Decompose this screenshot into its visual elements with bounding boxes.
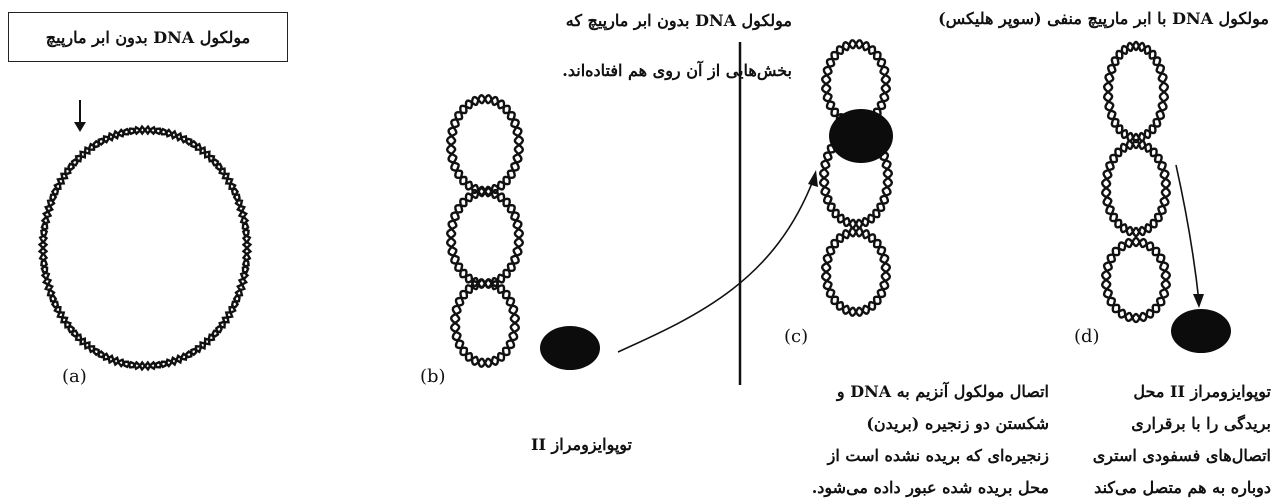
dna-loop-d — [1100, 236, 1172, 323]
enzyme-blob-c — [829, 109, 893, 163]
c-caption-line: اتصال مولکول آنزیم به DNA و — [836, 382, 1049, 401]
dna-loop-b — [445, 187, 525, 289]
panel-label-b: (b) — [420, 366, 446, 387]
dna-loop-b — [445, 94, 525, 196]
rejoin-arrow-icon — [1175, 164, 1204, 308]
c-caption-line: شکستن دو زنجیره (بریدن) — [866, 414, 1049, 433]
dna-loop-b — [449, 278, 521, 368]
dna-strands — [37, 39, 1172, 372]
enzyme-blob-b — [540, 326, 600, 370]
dna-loop-b — [445, 187, 525, 289]
dna-loop-b — [445, 94, 525, 196]
down-arrow-icon — [74, 100, 86, 132]
a-title: مولکول DNA بدون ابر مارپیچ — [45, 27, 251, 47]
d-caption: توپوایزومراز II محل بریدگی را با برقراری… — [1093, 376, 1271, 504]
dna-loop-c — [820, 227, 892, 317]
b-title-line2: بخش‌هایی از آن روی هم افتاده‌اند. — [562, 61, 792, 80]
enzyme-blob-d — [1171, 309, 1231, 353]
panel-label-c: (c) — [784, 326, 809, 347]
b-title-line1: مولکول DNA بدون ابر مارپیچ که — [565, 11, 792, 30]
dna-circle-a — [37, 124, 253, 372]
c-caption-line: محل بریده شده عبور داده می‌شود. — [811, 478, 1049, 497]
c-caption-line: زنجیره‌ای که بریده نشده است از — [827, 446, 1049, 465]
panel-label-d: (d) — [1074, 326, 1100, 347]
a-title-box: مولکول DNA بدون ابر مارپیچ — [8, 12, 288, 62]
dna-loop-d — [1102, 41, 1170, 144]
dna-loop-d — [1101, 139, 1171, 238]
d-caption-line: دوباره به هم متصل می‌کند — [1094, 478, 1271, 497]
c-caption: اتصال مولکول آنزیم به DNA و شکستن دو زنج… — [812, 376, 1049, 504]
d-title: مولکول DNA با ابر مارپیچ منفی (سوپر هلیک… — [938, 9, 1269, 28]
panel-label-a: (a) — [62, 366, 87, 387]
transfer-arrow-icon — [617, 170, 818, 353]
enzyme-label: توپوایزومراز II — [531, 435, 632, 454]
d-caption-line: توپوایزومراز II محل — [1133, 382, 1271, 401]
d-caption-line: بریدگی را با برقراری — [1131, 414, 1271, 433]
d-caption-line: اتصال‌های فسفودی استری — [1092, 446, 1271, 465]
